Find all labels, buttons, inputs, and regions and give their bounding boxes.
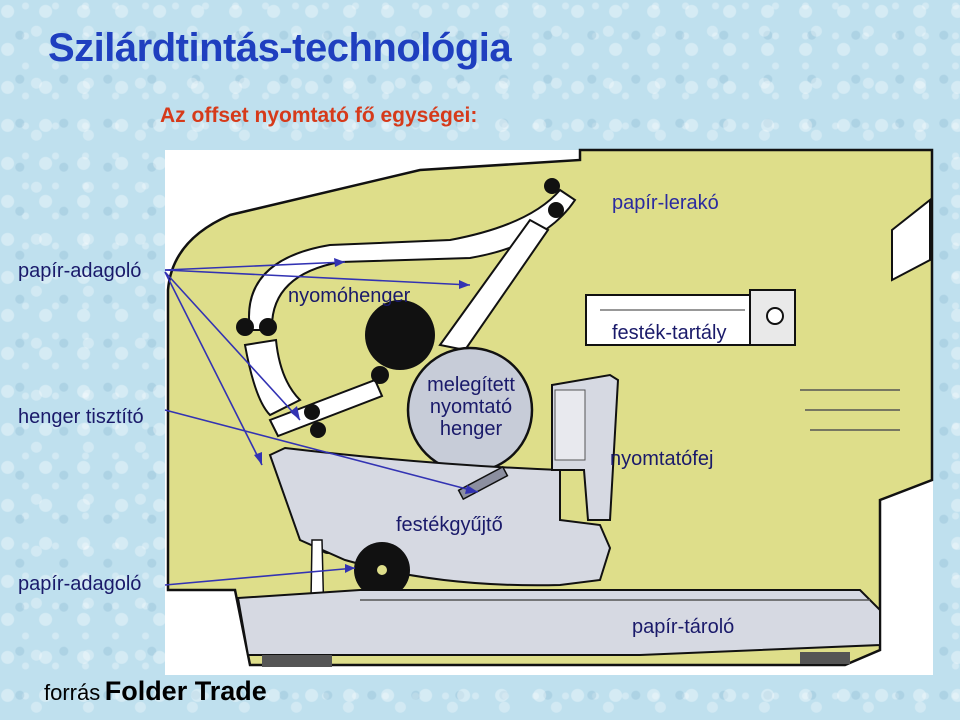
- arrowhead-2: [459, 280, 470, 289]
- pointer-feeder-top-2: [164, 269, 471, 286]
- pointer-feeder-top-1: [164, 261, 346, 271]
- roller-cleaner-1: [304, 404, 320, 420]
- arrowhead-5: [465, 485, 478, 494]
- pointer-feeder-top-3: [164, 271, 263, 466]
- label-heated-roller-line3: henger: [439, 418, 503, 440]
- roller-left-1: [236, 318, 254, 336]
- arrowhead-6: [345, 564, 355, 573]
- roller-top-right: [544, 178, 560, 194]
- label-ink-collector: festékgyűjtő: [396, 514, 503, 536]
- print-head-block: [554, 389, 586, 461]
- label-roller-cleaner: henger tisztító: [18, 406, 144, 428]
- print-roller-small: [371, 366, 389, 384]
- source-brand: Folder Trade: [104, 676, 267, 706]
- tray-foot-left: [262, 655, 332, 667]
- page-subtitle: Az offset nyomtató fő egységei:: [160, 104, 478, 127]
- arrowhead-4: [290, 406, 300, 420]
- label-print-head: nyomtatófej: [610, 448, 714, 470]
- source-credit: forrás Folder Trade: [44, 676, 267, 707]
- source-prefix: forrás: [44, 680, 101, 705]
- arrowhead-3: [254, 452, 262, 465]
- roller-cleaner-2: [310, 422, 326, 438]
- label-paper-feeder-top: papír-adagoló: [18, 260, 142, 282]
- page-title: Szilárdtintás-technológia: [48, 26, 512, 70]
- label-heated-roller: melegített nyomtató henger: [412, 374, 530, 440]
- cleaner-arm: [268, 378, 384, 438]
- paper-path-top: [248, 188, 577, 331]
- arrowhead-1: [334, 258, 345, 267]
- pointer-cleaner-2: [164, 409, 479, 493]
- roller-top-right-2: [548, 202, 564, 218]
- ink-tank-knob: [766, 307, 784, 325]
- pointer-feeder-bottom: [164, 567, 356, 586]
- label-paper-output: papír-lerakó: [612, 192, 719, 214]
- print-roller: [365, 300, 435, 370]
- feed-roller-hub: [377, 565, 387, 575]
- label-heated-roller-line1: melegített: [427, 374, 515, 396]
- label-paper-feeder-bottom: papír-adagoló: [18, 573, 142, 595]
- paper-output-slot: [891, 197, 931, 282]
- paper-guide: [243, 338, 302, 417]
- roller-left-2: [259, 318, 277, 336]
- label-print-roller: nyomóhenger: [288, 285, 411, 307]
- label-heated-roller-line2: nyomtató: [429, 396, 513, 418]
- tray-foot-right: [800, 652, 850, 664]
- right-vent: [800, 389, 900, 431]
- pointer-cleaner-1: [164, 271, 301, 421]
- label-paper-tray: papír-tároló: [632, 616, 735, 638]
- label-ink-tank: festék-tartály: [612, 322, 727, 344]
